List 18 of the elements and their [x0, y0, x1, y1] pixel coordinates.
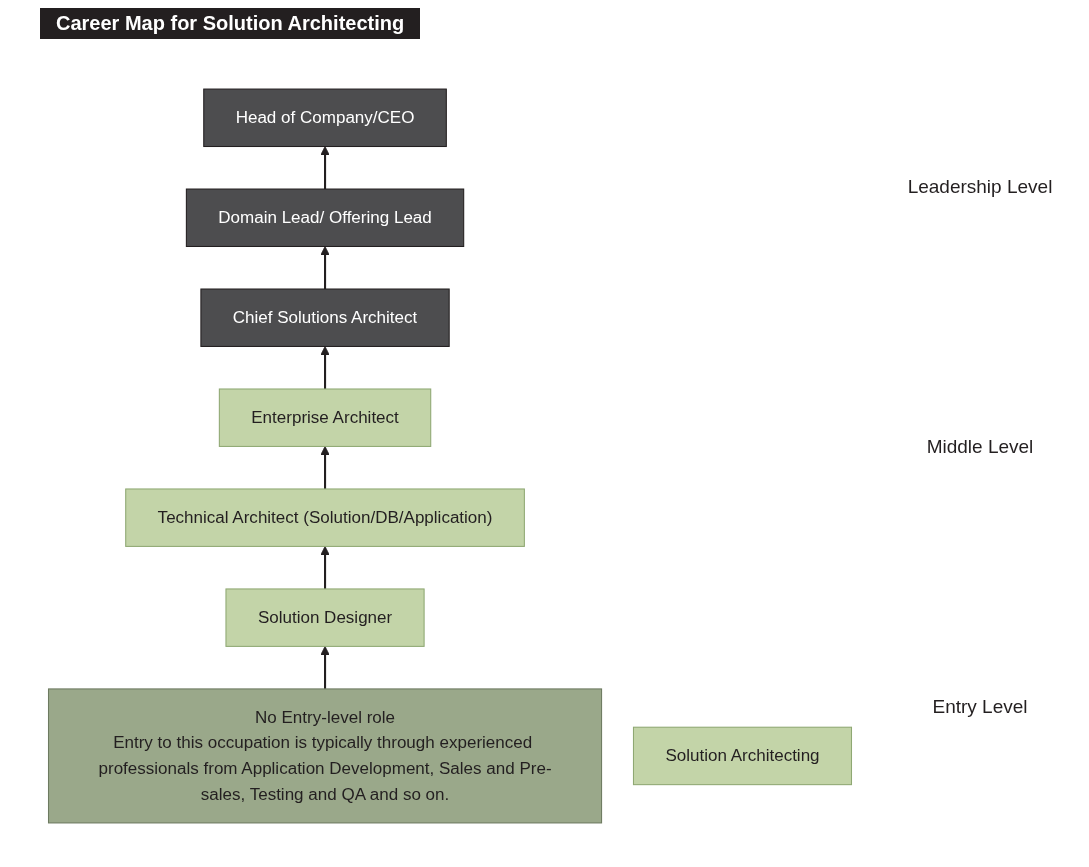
- node-box: Solution Designer: [225, 588, 425, 647]
- arrow: [320, 645, 330, 689]
- arrow: [320, 446, 330, 489]
- node-box: Head of Company/CEO: [203, 88, 447, 148]
- node-box: Solution Architecting: [632, 726, 852, 786]
- node-box: Technical Architect (Solution/DB/Application): [125, 488, 525, 547]
- node-box: Enterprise Architect: [218, 388, 432, 447]
- level-label: Leadership Level: [906, 176, 1054, 198]
- level-label: Middle Level: [925, 436, 1035, 458]
- node-box: Domain Lead/ Offering Lead: [185, 188, 465, 247]
- arrow: [320, 546, 330, 589]
- arrow: [320, 246, 330, 289]
- node-box: Chief Solutions Architect: [200, 288, 450, 347]
- node-box: No Entry-level role Entry to this occupation is typically through experienced professionals from Application Development, Sales and Pre-sales, Testing and QA and so on.: [48, 688, 603, 824]
- arrow: [320, 146, 330, 190]
- title-banner: Career Map for Solution Architecting: [40, 8, 421, 39]
- level-label: Entry Level: [931, 696, 1029, 718]
- arrow: [320, 346, 330, 389]
